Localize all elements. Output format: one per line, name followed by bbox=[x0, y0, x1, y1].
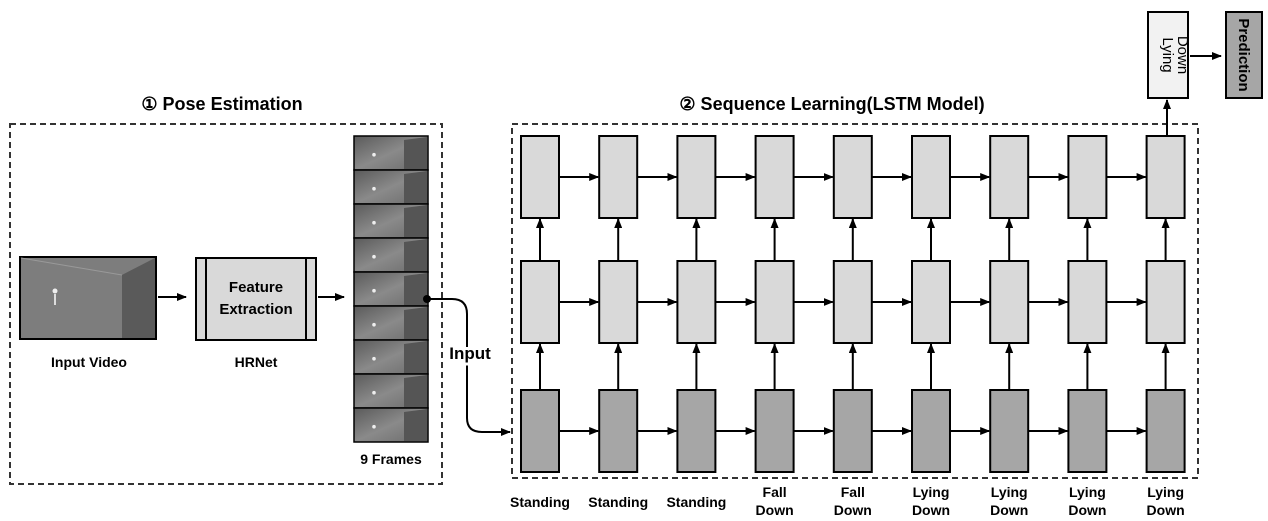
timestep-label: Lying bbox=[1069, 484, 1106, 500]
frame-thumbnail bbox=[353, 339, 429, 375]
lstm-section-title: ② Sequence Learning(LSTM Model) bbox=[679, 94, 984, 114]
result-line2: Down bbox=[1174, 36, 1191, 74]
timestep-label: Down bbox=[912, 502, 950, 518]
feature-box-body bbox=[195, 257, 317, 341]
lstm-cell bbox=[676, 260, 717, 344]
frame-thumbnail bbox=[353, 169, 429, 205]
frame-thumbnail bbox=[353, 237, 429, 273]
timestep-label: Standing bbox=[588, 494, 648, 510]
lstm-cell bbox=[520, 135, 560, 219]
frame-thumbnail bbox=[353, 305, 429, 341]
lstm-cell bbox=[1145, 135, 1186, 219]
lstm-cell bbox=[1067, 389, 1108, 473]
frame-thumbnail bbox=[353, 203, 429, 239]
lstm-cell bbox=[598, 260, 639, 344]
timestep-label: Down bbox=[1068, 502, 1106, 518]
frame-thumbnail bbox=[353, 407, 429, 443]
timestep-label: Lying bbox=[913, 484, 950, 500]
lstm-cell bbox=[989, 135, 1030, 219]
lstm-cell bbox=[989, 389, 1030, 473]
lstm-cell bbox=[676, 389, 717, 473]
feature-extraction-box bbox=[195, 257, 317, 341]
lstm-cell bbox=[598, 389, 639, 473]
lstm-cell bbox=[1145, 260, 1186, 344]
frames-label: 9 Frames bbox=[360, 451, 422, 467]
lstm-grid bbox=[520, 135, 1186, 473]
prediction-label: Prediction bbox=[1235, 18, 1252, 91]
frames-strip bbox=[353, 135, 429, 443]
timestep-label: Fall bbox=[841, 484, 865, 500]
lstm-cell bbox=[1067, 260, 1108, 344]
input-connector-arrow bbox=[427, 298, 511, 436]
timestep-label: Down bbox=[756, 502, 794, 518]
timestep-label: Down bbox=[834, 502, 872, 518]
feature-box-line1: Feature bbox=[229, 279, 283, 296]
result-box bbox=[1147, 11, 1189, 99]
lstm-cell bbox=[1067, 135, 1108, 219]
frame-thumbnail bbox=[353, 271, 429, 307]
timestep-label: Lying bbox=[991, 484, 1028, 500]
timestep-label: Standing bbox=[666, 494, 726, 510]
hrnet-label: HRNet bbox=[235, 354, 278, 370]
input-video-label: Input Video bbox=[51, 354, 127, 370]
lstm-section-frame bbox=[511, 123, 1199, 479]
timestep-label: Fall bbox=[763, 484, 787, 500]
lstm-cell bbox=[989, 260, 1030, 344]
prediction-box bbox=[1225, 11, 1263, 99]
timestep-label: Standing bbox=[510, 494, 570, 510]
lstm-cell bbox=[598, 135, 639, 219]
lstm-cell bbox=[911, 260, 951, 344]
lstm-cell bbox=[754, 260, 795, 344]
frame-thumbnail bbox=[353, 373, 429, 409]
lstm-cell bbox=[832, 260, 873, 344]
lstm-cell bbox=[754, 135, 795, 219]
lstm-cell bbox=[1145, 389, 1186, 473]
pose-section-frame bbox=[9, 123, 443, 485]
lstm-cell bbox=[520, 260, 560, 344]
lstm-cell bbox=[676, 135, 717, 219]
result-line1: Lying bbox=[1159, 37, 1176, 72]
pose-section-title: ① Pose Estimation bbox=[141, 94, 302, 114]
lstm-cell bbox=[911, 135, 951, 219]
timestep-label: Down bbox=[1147, 502, 1185, 518]
input-connector-label: Input bbox=[449, 344, 491, 363]
lstm-cell bbox=[832, 389, 873, 473]
lstm-cell bbox=[832, 135, 873, 219]
timestep-label: Lying bbox=[1147, 484, 1184, 500]
lstm-cell bbox=[754, 389, 795, 473]
input-video-thumbnail bbox=[19, 256, 157, 340]
lstm-cell bbox=[911, 389, 951, 473]
frame-thumbnail bbox=[353, 135, 429, 171]
lstm-cell bbox=[520, 389, 560, 473]
feature-box-line2: Extraction bbox=[219, 301, 292, 318]
timestep-label: Down bbox=[990, 502, 1028, 518]
